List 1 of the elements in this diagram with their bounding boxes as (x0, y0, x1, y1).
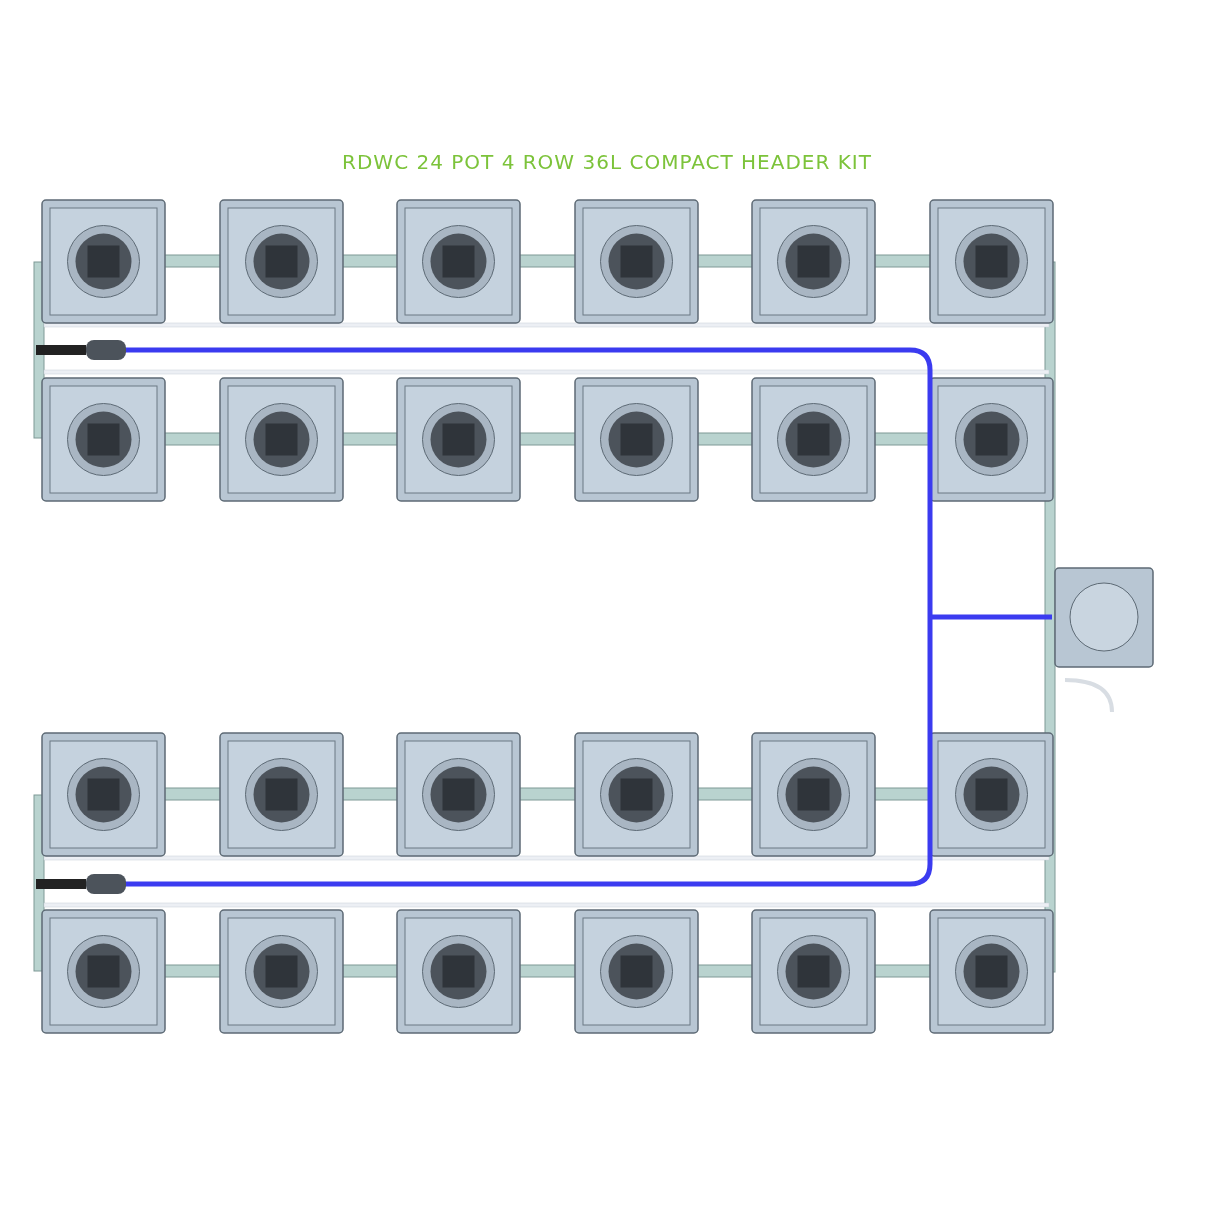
title: RDWC 24 POT 4 ROW 36L COMPACT HEADER KIT (342, 150, 872, 174)
